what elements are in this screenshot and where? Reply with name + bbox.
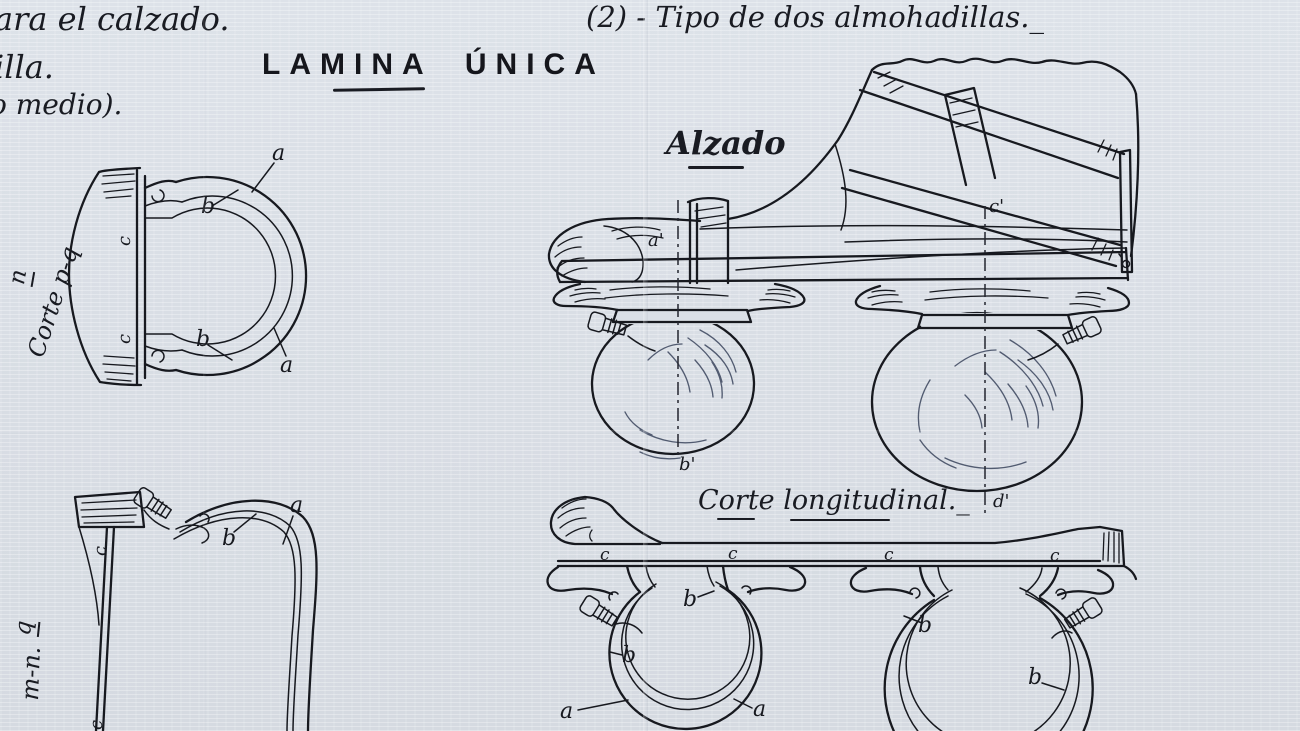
point-label-b-prime: b' [679, 454, 695, 475]
part-label-b: b [201, 194, 215, 219]
margin-mark-q: q [10, 619, 41, 638]
part-label-c: c [114, 236, 135, 246]
figure-alzado: a' b' c' d' [547, 57, 1140, 516]
alzado-underline [688, 166, 744, 169]
corte-longitudinal-label: Corte longitudinal._ [698, 485, 970, 516]
alzado-label: Alzado [666, 124, 786, 162]
figure-corte-longitudinal: b b a a b b c c c c [546, 495, 1138, 731]
part-label-a: a [290, 493, 303, 518]
part-label-a: a [272, 141, 285, 166]
point-label-d-prime: d' [993, 491, 1009, 512]
part-label-c: c [90, 546, 111, 556]
part-label-b: b [683, 587, 697, 612]
part-label-c: c [114, 334, 135, 344]
caption-fragment-line3: o medio). [0, 88, 123, 121]
point-label-a-prime: a' [648, 230, 664, 251]
caption-fragment-line1: ara el calzado. [0, 0, 230, 38]
part-label-b: b [622, 643, 636, 668]
part-label-b: b [918, 613, 932, 638]
part-label-c: c [600, 545, 610, 565]
part-label-a: a [560, 699, 573, 724]
sheet-title: LAMINA ÚNICA [262, 48, 605, 81]
figure2-caption: (2) - Tipo de dos almohadillas._ [586, 0, 1045, 34]
part-label-c: c [728, 544, 738, 564]
corte-longitudinal-underline-1 [717, 518, 755, 520]
part-label-c: c [86, 720, 107, 730]
part-label-b: b [222, 526, 236, 551]
ball-swirl-shading [624, 329, 1057, 470]
part-label-c: c [1050, 546, 1060, 566]
point-label-c-prime: c' [989, 196, 1004, 217]
part-label-a: a [280, 353, 293, 378]
figure-corte-mn: b a c c [73, 485, 318, 731]
figure-corte-pq: a b b a c c [67, 141, 308, 387]
part-label-b: b [196, 327, 210, 352]
part-label-a: a [753, 697, 766, 722]
part-label-b: b [1028, 665, 1042, 690]
corte-longitudinal-underline-2 [790, 519, 890, 521]
corte-mn-label: m-n. [16, 646, 46, 701]
part-label-c: c [884, 545, 894, 565]
caption-fragment-line2: illa. [0, 48, 54, 86]
